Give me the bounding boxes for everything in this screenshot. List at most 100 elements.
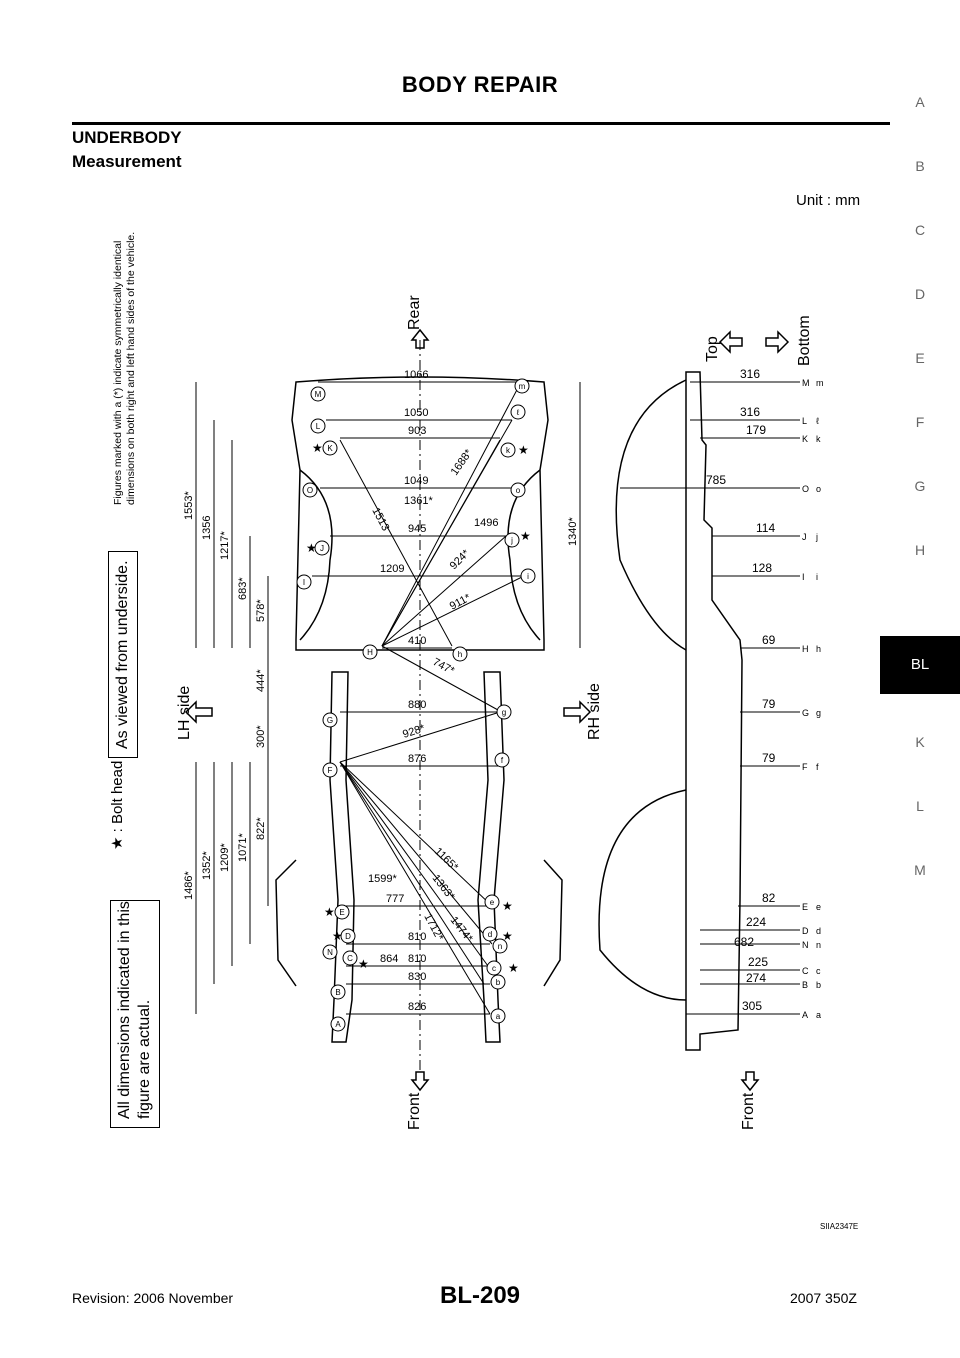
nav-letter-e[interactable]: E bbox=[915, 350, 925, 366]
long-label-300: 300* bbox=[255, 725, 267, 748]
width-label-nn: 810 bbox=[408, 953, 426, 965]
point-label-d: d bbox=[488, 930, 492, 939]
height-label-ee: 82 bbox=[762, 891, 776, 905]
figure-id: SIIA2347E bbox=[820, 1222, 859, 1231]
diag-label-1165: 1165* bbox=[432, 846, 461, 875]
point-label-b: b bbox=[496, 978, 501, 987]
long-label-1217: 1217* bbox=[219, 531, 231, 560]
footer-model: 2007 350Z bbox=[790, 1290, 857, 1306]
point-tag-hh: H bbox=[802, 644, 809, 654]
point-circle-a bbox=[490, 1008, 506, 1024]
bolt-star-icon: ★ bbox=[508, 961, 519, 975]
bolt-star-icon: ★ bbox=[324, 905, 335, 919]
long-label-578: 578* bbox=[255, 599, 267, 622]
page-header-title: BODY REPAIR bbox=[401, 72, 559, 97]
point-tag2-ff: f bbox=[816, 762, 819, 772]
point-tag2-aa: a bbox=[816, 1010, 821, 1020]
point-tag2-jj: j bbox=[815, 532, 818, 542]
rh-arrow-icon bbox=[563, 700, 592, 724]
point-circle-d bbox=[482, 926, 498, 942]
nav-letter-d[interactable]: D bbox=[914, 286, 926, 302]
point-tag-nn: N bbox=[802, 940, 809, 950]
point-label-H: H bbox=[367, 648, 373, 657]
point-label-h: h bbox=[458, 650, 462, 659]
point-circle-C bbox=[342, 950, 358, 966]
bolt-star-icon: ★ bbox=[518, 443, 529, 457]
diag-f-a bbox=[339, 761, 491, 1015]
point-tag-kk: K bbox=[802, 434, 808, 444]
point-tag-aa: A bbox=[802, 1010, 808, 1020]
point-circle-I bbox=[296, 574, 312, 590]
point-tag2-nn: n bbox=[816, 940, 821, 950]
nav-letter-a[interactable]: A bbox=[915, 94, 925, 110]
height-label-kk: 179 bbox=[746, 423, 766, 437]
diag-label-911: 911* bbox=[448, 591, 474, 612]
height-label-bb: 274 bbox=[746, 971, 766, 985]
diag-label-1599: 1599* bbox=[368, 873, 397, 885]
point-label-f: f bbox=[501, 756, 504, 765]
width-label-ii: 1209 bbox=[380, 563, 404, 575]
point-tag2-kk: k bbox=[816, 434, 821, 444]
nav-letter-g[interactable]: G bbox=[914, 478, 926, 494]
point-circle-b bbox=[490, 974, 506, 990]
point-tag2-oo: o bbox=[816, 484, 821, 494]
diag-label-1361: 1361* bbox=[404, 495, 433, 507]
section-title: UNDERBODY bbox=[72, 128, 182, 147]
point-label-a: a bbox=[496, 1012, 501, 1021]
diag-f-e bbox=[339, 761, 493, 907]
point-label-N: N bbox=[327, 948, 333, 957]
point-tag-ff: F bbox=[802, 762, 808, 772]
point-circle-m bbox=[514, 378, 530, 394]
section-subtitle: Measurement bbox=[72, 152, 182, 171]
point-circle-o bbox=[510, 482, 526, 498]
point-circle-N bbox=[322, 944, 338, 960]
diag-h-m bbox=[381, 383, 521, 647]
long-label-1553: 1553* bbox=[183, 491, 195, 520]
height-label-aa: 305 bbox=[742, 999, 762, 1013]
side-rear-wheel-arch bbox=[615, 379, 687, 651]
bolt-star-icon: ★ bbox=[306, 541, 317, 555]
point-label-K: K bbox=[327, 444, 333, 453]
nav-letter-l[interactable]: L bbox=[916, 798, 924, 814]
width-label-dd: 810 bbox=[408, 931, 426, 943]
long-label-683: 683* bbox=[237, 577, 249, 600]
right-front-wheel-arch bbox=[543, 859, 563, 987]
point-tag-ii: I bbox=[802, 572, 805, 582]
point-circle-A bbox=[330, 1016, 346, 1032]
nav-letter-f[interactable]: F bbox=[915, 414, 925, 430]
left-front-wheel-arch bbox=[275, 859, 297, 987]
point-tag-dd: D bbox=[802, 926, 809, 936]
nav-letter-b[interactable]: B bbox=[915, 158, 925, 174]
height-label-ff: 79 bbox=[762, 751, 776, 765]
width-label-kk: 903 bbox=[408, 425, 426, 437]
point-circle-e bbox=[484, 894, 500, 910]
bolt-star-icon: ★ bbox=[358, 957, 369, 971]
bolt-star-icon: ★ bbox=[520, 529, 531, 543]
long-label-822: 822* bbox=[255, 817, 267, 840]
long-label-1071: 1071* bbox=[237, 833, 249, 862]
height-label-ll: 316 bbox=[740, 405, 760, 419]
point-tag-bb: B bbox=[802, 980, 808, 990]
nav-letter-bl-active[interactable]: BL bbox=[880, 636, 960, 694]
nav-letter-k[interactable]: K bbox=[915, 734, 925, 750]
point-circle-O bbox=[302, 482, 318, 498]
point-tag2-ii: i bbox=[816, 572, 818, 582]
point-label-k: k bbox=[506, 446, 511, 455]
left-front-rail bbox=[329, 671, 355, 1043]
width-label-ll: 1050 bbox=[404, 407, 428, 419]
nav-letter-h[interactable]: H bbox=[914, 542, 926, 558]
point-label-D: D bbox=[345, 932, 351, 941]
rear-inner-arc-right bbox=[507, 469, 541, 641]
point-tag2-cc: c bbox=[816, 966, 821, 976]
height-label-gg: 79 bbox=[762, 697, 776, 711]
long-label-1486: 1486* bbox=[183, 871, 195, 900]
width-label-mm: 1066 bbox=[404, 369, 428, 381]
nav-letter-m[interactable]: M bbox=[914, 862, 926, 878]
point-circle-J bbox=[314, 540, 330, 556]
nav-letter-c[interactable]: C bbox=[914, 222, 926, 238]
point-label-A: A bbox=[335, 1020, 341, 1029]
bolt-star-icon: ★ bbox=[312, 441, 323, 455]
long-label-444: 444* bbox=[255, 669, 267, 692]
diag-f-g bbox=[339, 711, 501, 763]
